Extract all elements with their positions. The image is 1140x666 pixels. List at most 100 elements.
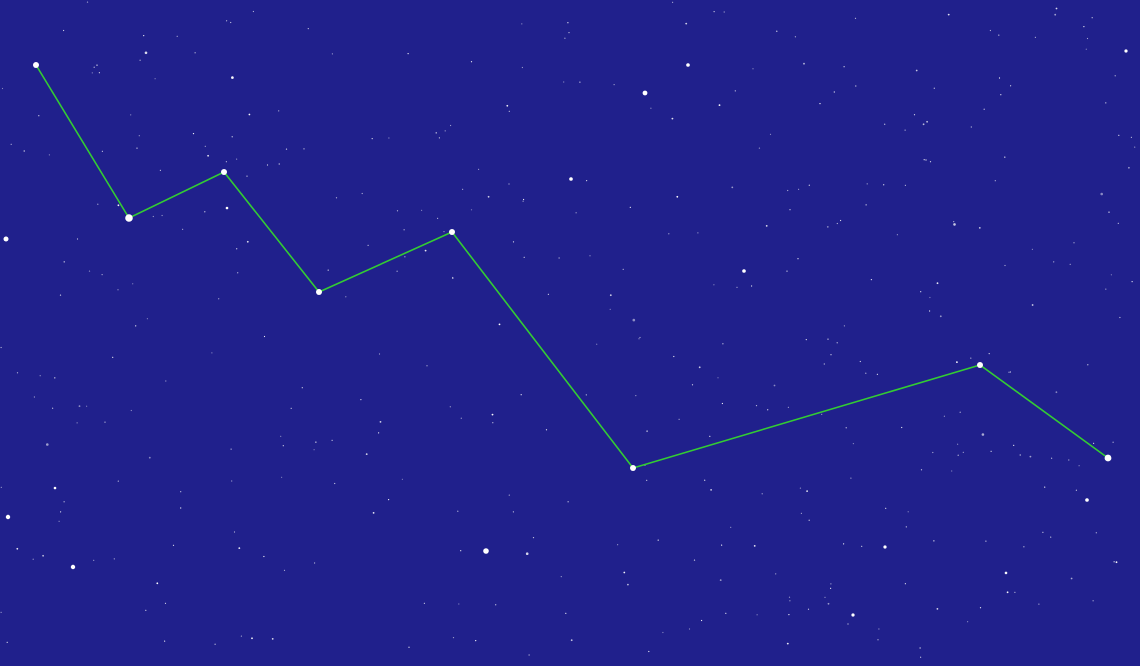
background-star	[609, 294, 612, 297]
background-star	[786, 642, 789, 645]
background-star	[596, 343, 598, 345]
background-star	[512, 241, 515, 243]
background-star	[957, 443, 959, 445]
constellation-star[interactable]	[33, 62, 39, 68]
background-star	[710, 489, 712, 491]
background-star	[821, 413, 823, 415]
background-star	[936, 608, 939, 610]
background-star	[176, 35, 178, 37]
background-star	[769, 133, 772, 135]
background-star	[525, 552, 529, 555]
background-star	[1055, 391, 1058, 394]
background-star	[929, 310, 931, 312]
constellation-star[interactable]	[630, 465, 636, 471]
background-star	[904, 184, 907, 186]
constellation-star[interactable]	[125, 214, 133, 222]
background-star	[156, 582, 159, 585]
background-star	[1112, 441, 1114, 443]
background-star	[237, 272, 239, 274]
background-star	[251, 637, 253, 640]
background-star	[639, 336, 641, 339]
background-star	[54, 377, 56, 379]
constellation-star[interactable]	[977, 362, 983, 368]
background-star	[165, 380, 167, 382]
background-star	[672, 1, 674, 3]
background-star	[575, 212, 577, 214]
background-star	[896, 234, 899, 236]
constellation-star[interactable]	[1104, 454, 1112, 462]
background-star	[396, 270, 398, 272]
background-star	[704, 479, 706, 481]
background-star	[1009, 371, 1012, 373]
background-star	[1053, 261, 1055, 263]
background-star	[990, 450, 992, 452]
background-star	[470, 209, 473, 211]
background-star	[138, 135, 140, 137]
background-star	[93, 559, 95, 561]
background-star	[953, 223, 956, 226]
background-star	[907, 511, 909, 513]
background-star	[226, 20, 228, 22]
background-star	[58, 520, 60, 522]
background-star	[851, 613, 855, 617]
background-star	[560, 576, 562, 578]
background-star	[569, 177, 573, 181]
background-star	[39, 375, 41, 377]
background-star	[635, 395, 637, 397]
background-star	[718, 104, 721, 106]
background-star	[424, 249, 427, 252]
background-star	[953, 221, 955, 223]
background-star	[231, 480, 233, 482]
background-star	[521, 66, 524, 69]
background-star	[437, 217, 439, 219]
constellation-star[interactable]	[316, 289, 322, 295]
background-star	[508, 494, 510, 496]
background-star	[691, 384, 694, 386]
background-star	[365, 453, 368, 455]
background-star	[568, 31, 570, 34]
background-star	[570, 639, 573, 642]
constellation-star[interactable]	[449, 229, 455, 235]
background-star	[143, 35, 145, 37]
background-star	[154, 78, 156, 80]
background-star	[713, 11, 715, 13]
background-star	[248, 113, 251, 116]
background-star	[845, 427, 847, 429]
background-star	[713, 284, 715, 286]
background-star	[547, 293, 550, 295]
background-star	[470, 61, 473, 63]
background-star	[3, 236, 9, 242]
background-star	[629, 206, 631, 208]
background-star	[787, 406, 790, 408]
background-star	[532, 537, 535, 539]
background-star	[827, 602, 830, 605]
background-star	[1083, 26, 1085, 28]
background-star	[379, 421, 382, 423]
background-star	[492, 422, 494, 424]
background-star	[989, 29, 992, 32]
background-star	[967, 621, 969, 623]
background-star	[701, 619, 703, 622]
background-star	[301, 387, 303, 389]
background-star	[932, 451, 934, 454]
background-star	[462, 188, 464, 190]
background-star	[623, 571, 626, 574]
background-star	[929, 161, 932, 163]
background-star	[1004, 264, 1006, 267]
background-star	[1, 87, 4, 90]
background-star	[1105, 102, 1107, 104]
background-star	[920, 469, 923, 471]
background-star	[998, 34, 1000, 36]
background-star	[673, 355, 675, 358]
background-star	[139, 59, 141, 61]
background-star	[460, 550, 462, 552]
background-star	[929, 296, 931, 299]
background-star	[23, 150, 25, 152]
background-star	[662, 631, 664, 634]
background-star	[435, 132, 437, 134]
background-star	[491, 413, 494, 416]
background-star	[855, 85, 857, 87]
constellation-star[interactable]	[221, 169, 227, 175]
background-star	[808, 519, 810, 521]
background-star	[579, 81, 581, 83]
